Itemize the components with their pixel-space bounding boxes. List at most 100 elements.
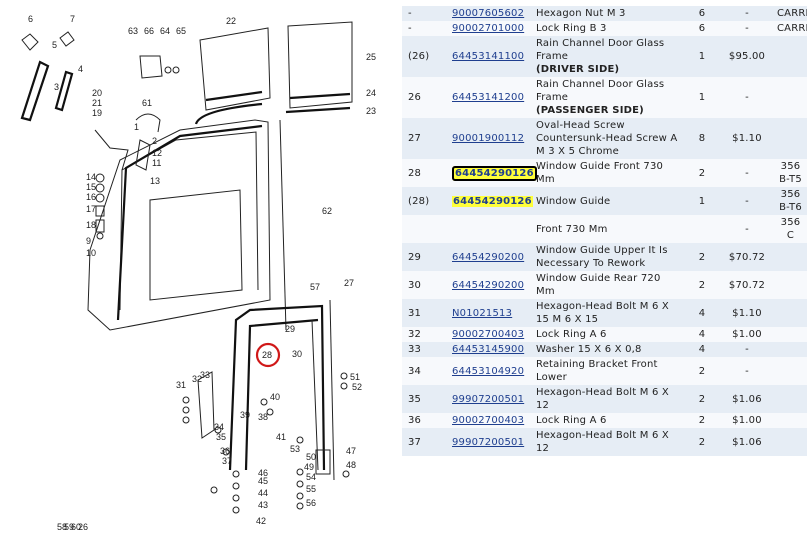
ref-cell: 30 <box>402 271 449 299</box>
part-number-link[interactable]: 90001900112 <box>452 133 525 144</box>
callout-21: 21 <box>92 98 102 108</box>
price-cell: - <box>720 159 774 187</box>
model-cell <box>774 271 807 299</box>
part-number-cell: 99907200501 <box>449 428 533 456</box>
callout-61: 61 <box>142 98 152 108</box>
callout-59: 59 <box>64 522 74 532</box>
part-number-link[interactable]: 90002700403 <box>452 415 525 426</box>
part-number-link[interactable]: 90002701000 <box>452 23 525 34</box>
description-cell: Washer 15 X 6 X 0,8 <box>533 342 684 357</box>
ref-cell: - <box>402 6 449 21</box>
description-cell: Rain Channel Door Glass Frame (DRIVER SID… <box>533 36 684 77</box>
price-cell: $1.10 <box>720 118 774 159</box>
qty-cell: 2 <box>684 159 720 187</box>
callout-10: 10 <box>86 248 96 258</box>
price-cell: - <box>720 357 774 385</box>
model-cell <box>774 385 807 413</box>
part-number-link[interactable]: 99907200501 <box>452 393 525 405</box>
description-cell: Window Guide Upper It Is Necessary To Re… <box>533 243 684 271</box>
description-cell: Hexagon Nut M 3 <box>533 6 684 21</box>
part-number-cell: 64454290200 <box>449 243 533 271</box>
description-cell: Hexagon-Head Bolt M 6 X 12 <box>533 385 684 413</box>
ref-cell: 37 <box>402 428 449 456</box>
callout-7: 7 <box>70 14 75 24</box>
description-text: Oval-Head Screw Countersunk-Head Screw A… <box>536 120 678 157</box>
door-glass-left <box>199 27 271 111</box>
side-note: (DRIVER SIDE) <box>536 64 620 75</box>
description-cell: Window Guide <box>533 187 684 215</box>
part-number-cell: 90002700403 <box>449 327 533 342</box>
part-number-cell: 64453145900 <box>449 342 533 357</box>
part-number-link[interactable]: 90002700403 <box>452 329 525 340</box>
qty-cell: 6 <box>684 21 720 36</box>
part-number-cell: 99907200501 <box>449 385 533 413</box>
description-text: Rain Channel Door Glass Frame <box>536 38 665 62</box>
callout-42: 42 <box>256 516 266 526</box>
callout-19: 19 <box>92 108 102 118</box>
model-cell <box>774 243 807 271</box>
door-inner-panel <box>149 189 243 301</box>
callout-52: 52 <box>352 382 362 392</box>
ref-cell: 35 <box>402 385 449 413</box>
qty-cell: 4 <box>684 299 720 327</box>
callout-26: 26 <box>78 522 88 532</box>
part-number-link[interactable]: 64454290200 <box>452 251 525 263</box>
part-number-cell: 64453141100 <box>449 36 533 77</box>
description-text: Window Guide Front 730 Mm <box>536 161 664 185</box>
ref-cell: 29 <box>402 243 449 271</box>
description-cell: Lock Ring A 6 <box>533 413 684 428</box>
ref-cell: 28 <box>402 159 449 187</box>
callout-28: 28 <box>262 350 272 360</box>
part-number-link[interactable]: 64453104920 <box>452 365 525 377</box>
vent-frame-part <box>20 60 50 122</box>
qty-cell: 2 <box>684 428 720 456</box>
part-number-link[interactable]: 99907200501 <box>452 436 525 448</box>
description-text: Retaining Bracket Front Lower <box>536 359 658 383</box>
callout-53: 53 <box>290 444 300 454</box>
callout-51: 51 <box>350 372 360 382</box>
description-text: Hexagon Nut M 3 <box>536 8 626 19</box>
callout-18: 18 <box>86 220 96 230</box>
model-cell: CARRERA <box>774 21 807 36</box>
callout-40: 40 <box>270 392 280 402</box>
model-cell: CARRERA <box>774 6 807 21</box>
price-cell: $70.72 <box>720 243 774 271</box>
ref-cell: 34 <box>402 357 449 385</box>
part-number-cell: N01021513 <box>449 299 533 327</box>
ref-cell: 36 <box>402 413 449 428</box>
callout-24: 24 <box>366 88 376 98</box>
part-number-link[interactable]: N01021513 <box>452 307 513 319</box>
callout-44: 44 <box>258 488 268 498</box>
qty-cell: 4 <box>684 327 720 342</box>
price-cell: $1.10 <box>720 299 774 327</box>
qty-cell: 2 <box>684 243 720 271</box>
vent-latch-parts <box>135 55 180 171</box>
qty-cell: 2 <box>684 413 720 428</box>
part-number-link[interactable]: 90007605602 <box>452 8 525 19</box>
description-text: Window Guide Rear 720 Mm <box>536 273 661 297</box>
callout-57: 57 <box>310 282 320 292</box>
description-text: Window Guide <box>536 195 611 207</box>
callout-27: 27 <box>344 278 354 288</box>
part-number-link[interactable]: 64453145900 <box>452 344 525 355</box>
part-number-link[interactable]: 64453141100 <box>452 51 525 62</box>
highlight-circle <box>255 342 281 368</box>
part-number-link[interactable]: 64454290126 <box>452 165 537 181</box>
callout-32: 32 <box>192 374 202 384</box>
callout-60: 60 <box>71 522 81 532</box>
part-number-link[interactable]: 64453141200 <box>452 92 525 103</box>
part-number-link[interactable]: 64454290126 <box>452 195 533 207</box>
description-text: Front 730 Mm <box>536 223 608 235</box>
callout-17: 17 <box>86 204 96 214</box>
description-cell: Window Guide Rear 720 Mm <box>533 271 684 299</box>
part-number-link[interactable]: 64454290200 <box>452 279 525 291</box>
callout-16: 16 <box>86 192 96 202</box>
qty-cell: 2 <box>684 357 720 385</box>
